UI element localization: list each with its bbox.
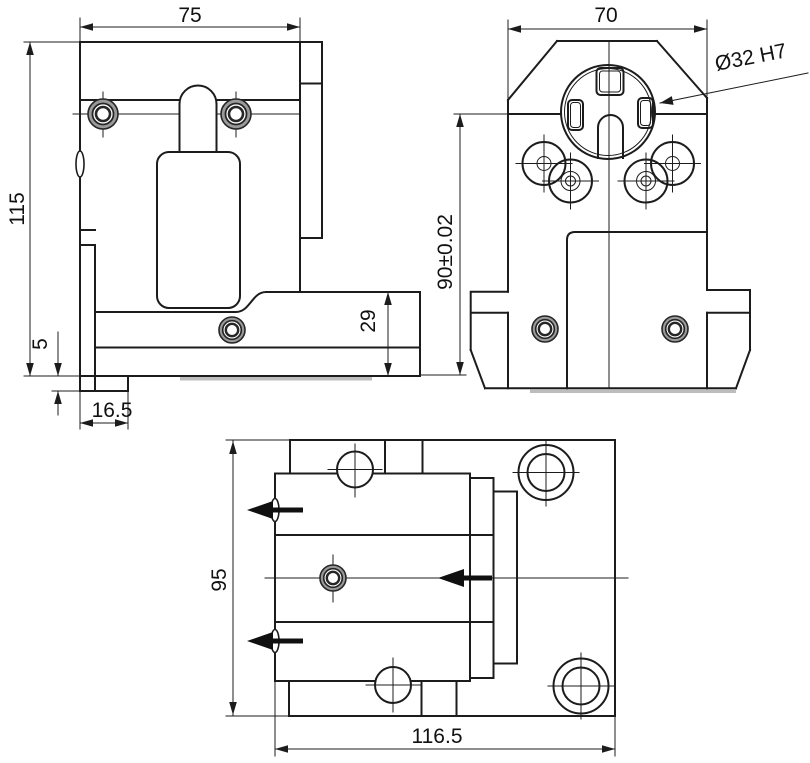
top-bolt [318,563,348,593]
dim-75: 75 [79,4,301,43]
dim-label-29: 29 [357,309,380,332]
arrow-icon [247,632,273,650]
dim-70: 70 [507,4,708,101]
side-bolt [660,314,690,344]
bore-slot-top [595,67,625,96]
side-view: 70 90±0.02 Ø32 H7 [419,4,809,393]
side-outline [469,39,752,390]
dim-label-16-5: 16.5 [92,399,133,422]
arrow-icon [438,569,464,587]
bore-callout: Ø32 H7 [659,39,809,105]
side-bolt [530,314,560,344]
bore-slot-right [637,97,654,129]
dim-label-90: 90±0.02 [434,214,457,290]
dim-label-75: 75 [178,4,201,27]
top-holes [327,439,615,720]
top-view: 95 116.5 [208,439,629,757]
dim-116-5: 116.5 [274,680,616,757]
edge-pin-bump [75,150,85,178]
dim-label-115: 115 [6,192,29,225]
dim-16-5: 16.5 [79,390,133,430]
dim-29: 29 [357,291,392,377]
coolant-arrows [247,501,492,650]
mount-bolt [86,97,120,131]
dim-label-5: 5 [29,338,52,350]
bore-circle [560,64,656,160]
bore-slot-bottom [597,114,624,159]
top-outline [270,439,616,717]
dim-label-116-5: 116.5 [412,725,463,748]
mount-bolt [219,97,253,131]
dim-label-70: 70 [594,4,617,27]
dim-90: 90±0.02 [419,113,509,376]
dim-115: 115 [6,41,81,377]
hole-circles [515,134,701,210]
front-view: 75 115 5 16.5 29 [6,4,421,430]
dim-5: 5 [29,331,81,416]
dim-label-95: 95 [208,568,231,591]
front-outline [75,41,421,392]
side-shadow [530,389,736,393]
bore-slot-left [567,99,584,131]
arrow-icon [247,501,273,519]
bore-label: Ø32 H7 [713,39,788,75]
dim-95: 95 [208,439,291,717]
base-bolt [217,315,247,345]
front-centerlines [72,91,301,138]
base-shadow [180,377,372,381]
pocket-outline [156,151,241,309]
